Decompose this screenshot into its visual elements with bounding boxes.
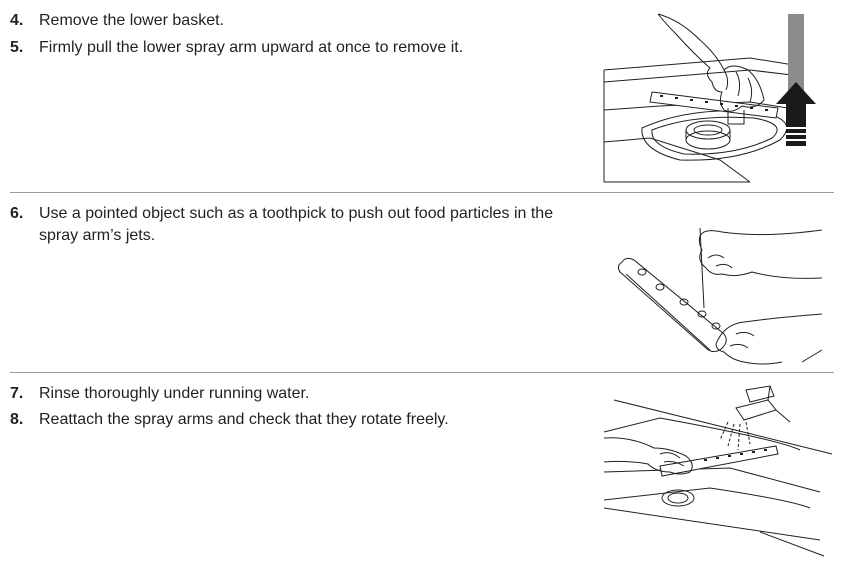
step-number: 8. [10, 411, 24, 428]
remove-spray-arm-illustration [603, 13, 816, 183]
step-number: 7. [10, 385, 24, 402]
rinse-spray-arm-illustration [603, 385, 833, 557]
step-number: 5. [10, 39, 24, 56]
step-number: 4. [10, 12, 24, 29]
section-divider [10, 192, 834, 193]
step-text: Firmly pull the lower spray arm upward a… [39, 39, 464, 56]
step-text: Rinse thoroughly under running water. [39, 385, 310, 402]
clean-jets-toothpick-illustration [617, 227, 823, 365]
section-divider [10, 372, 834, 373]
step-number: 6. [10, 205, 24, 222]
step-7: 7. Rinse thoroughly under running water. [10, 383, 595, 405]
step-text: Remove the lower basket. [39, 12, 224, 29]
step-6: 6. Use a pointed object such as a toothp… [10, 203, 595, 247]
step-text: Reattach the spray arms and check that t… [39, 411, 449, 428]
step-5: 5. Firmly pull the lower spray arm upwar… [10, 37, 595, 59]
step-8: 8. Reattach the spray arms and check tha… [10, 409, 595, 431]
step-4: 4. Remove the lower basket. [10, 10, 595, 32]
step-text: Use a pointed object such as a toothpick… [39, 205, 554, 244]
